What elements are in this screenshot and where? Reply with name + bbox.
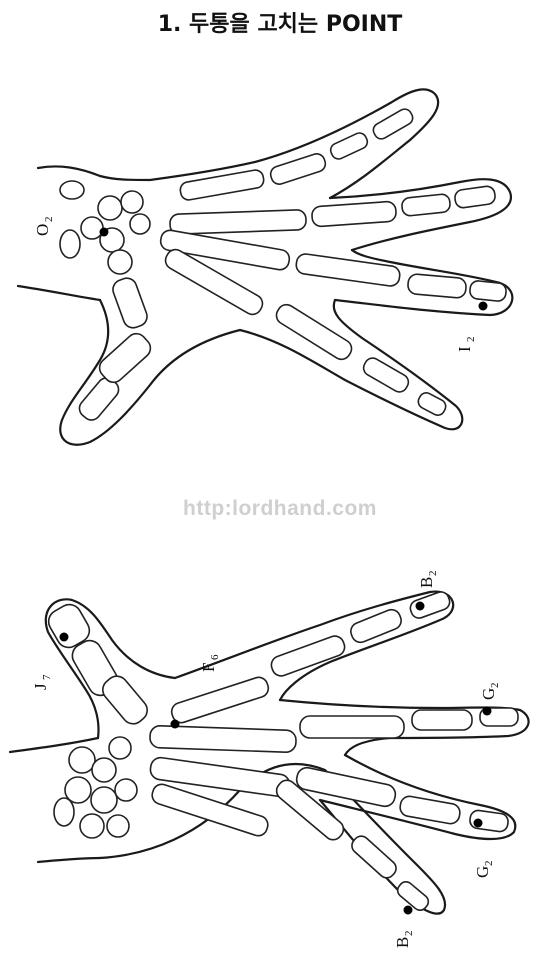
acupoint-g2-ring xyxy=(473,818,483,828)
top-hand-diagram: O 2 I 2 xyxy=(16,88,514,446)
svg-text:6: 6 xyxy=(209,654,221,660)
acupoint-g2-middle xyxy=(482,706,492,716)
label-j7: J 7 xyxy=(31,674,53,690)
svg-text:O: O xyxy=(33,224,52,236)
acupoint-b2-little xyxy=(403,905,413,915)
svg-text:2: 2 xyxy=(465,337,477,343)
label-b2-little: B 2 xyxy=(393,931,415,949)
watermark: http:lordhand.com xyxy=(183,497,377,520)
page-title: 1. 두통을 고치는 POINT xyxy=(157,12,403,37)
label-i2: I 2 xyxy=(455,337,477,353)
svg-text:J: J xyxy=(31,683,50,690)
svg-text:2: 2 xyxy=(483,861,495,867)
svg-text:F: F xyxy=(199,663,218,672)
svg-text:2: 2 xyxy=(403,931,415,937)
svg-text:B: B xyxy=(417,577,436,588)
svg-text:2: 2 xyxy=(43,217,55,223)
label-g2-ring: G 2 xyxy=(473,861,495,879)
acupoint-j7 xyxy=(59,632,69,642)
acupoint-i2 xyxy=(478,301,488,311)
acupoint-f6 xyxy=(170,719,180,729)
label-f6: F 6 xyxy=(199,654,221,672)
svg-text:2: 2 xyxy=(489,683,501,689)
svg-text:7: 7 xyxy=(41,674,53,680)
svg-text:B: B xyxy=(393,937,412,948)
acupoint-o2 xyxy=(99,227,109,237)
label-b2-index: B 2 xyxy=(417,571,439,589)
svg-text:2: 2 xyxy=(427,571,439,577)
svg-text:G: G xyxy=(479,688,498,700)
label-o2: O 2 xyxy=(33,217,55,237)
label-g2-middle: G 2 xyxy=(479,683,501,701)
svg-text:G: G xyxy=(473,866,492,878)
svg-text:I: I xyxy=(455,346,474,352)
bottom-hand-diagram: B 2 F 6 J 7 G 2 G 2 B 2 xyxy=(8,571,530,949)
acupoint-b2-index xyxy=(415,601,425,611)
